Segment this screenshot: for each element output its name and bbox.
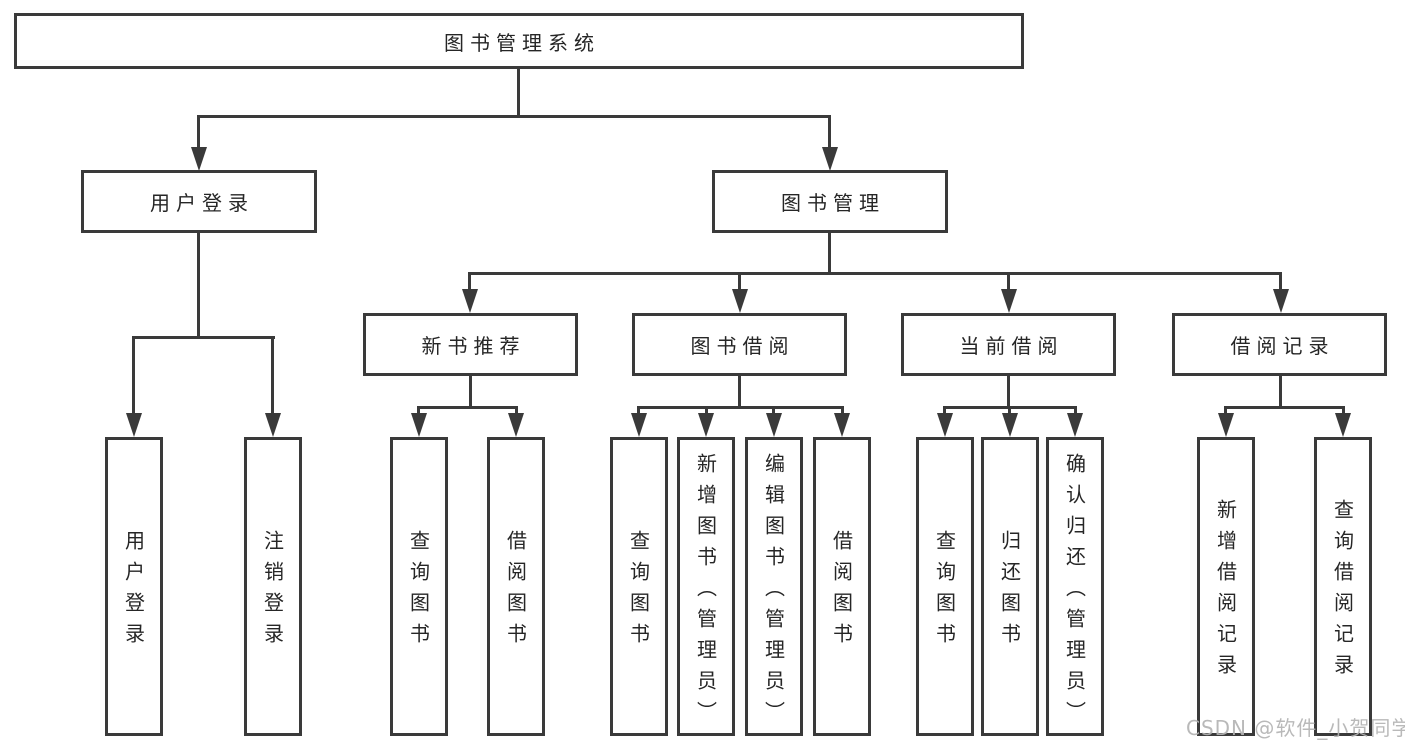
node-br-add-record: 新增借阅记录 (1197, 437, 1255, 736)
node-label: 借阅图书 (503, 530, 528, 654)
arrow-head (698, 413, 714, 437)
connector-line (772, 406, 775, 416)
arrow-head (834, 413, 850, 437)
connector-line (197, 233, 200, 338)
node-bb-borrow-books: 借阅图书 (813, 437, 871, 736)
connector-line (1279, 272, 1282, 292)
node-label: 用户登录 (121, 530, 146, 654)
node-label: 归还图书 (997, 530, 1022, 654)
connector-line (1008, 406, 1011, 416)
node-label: 新增借阅记录 (1213, 499, 1238, 685)
node-bb-edit-books: 编辑图书（管理员） (745, 437, 803, 736)
node-user-login: 用户登录 (81, 170, 317, 233)
arrow-head (1335, 413, 1351, 437)
arrow-head (937, 413, 953, 437)
connector-line (943, 406, 946, 416)
node-nbr-borrow-books: 借阅图书 (487, 437, 545, 736)
connector-line (271, 336, 274, 416)
connector-line (1224, 406, 1345, 409)
connector-line (468, 272, 471, 292)
node-label: 查询图书 (406, 530, 431, 654)
node-label: 编辑图书（管理员） (761, 452, 786, 732)
node-label: 查询借阅记录 (1330, 499, 1355, 685)
node-bb-add-books: 新增图书（管理员） (677, 437, 735, 736)
connector-line (841, 406, 844, 416)
node-cb-confirm-return: 确认归还（管理员） (1046, 437, 1104, 736)
node-label: 查询图书 (932, 530, 957, 654)
connector-line (637, 406, 640, 416)
connector-line (1074, 406, 1077, 416)
connector-line (828, 233, 831, 275)
connector-line (1279, 376, 1282, 408)
connector-line (705, 406, 708, 416)
connector-line (517, 69, 520, 117)
arrow-head (462, 289, 478, 313)
connector-line (1007, 272, 1010, 292)
node-label: 图书借阅 (690, 334, 795, 358)
arrow-head (1002, 413, 1018, 437)
node-label: 新增图书（管理员） (693, 452, 718, 732)
node-label: 用户登录 (150, 191, 254, 215)
connector-line (738, 272, 741, 292)
connector-line (417, 406, 420, 416)
arrow-head (126, 413, 142, 437)
connector-line (468, 272, 1282, 275)
connector-line (738, 376, 741, 408)
arrow-head (822, 147, 838, 171)
node-label: 查询图书 (626, 530, 651, 654)
connector-line (828, 115, 831, 149)
node-label: 新书推荐 (421, 334, 526, 358)
arrow-head (732, 289, 748, 313)
arrow-head (191, 147, 207, 171)
node-login-action: 用户登录 (105, 437, 163, 736)
node-nbr-query-books: 查询图书 (390, 437, 448, 736)
node-borrow-records: 借阅记录 (1172, 313, 1387, 376)
node-book-management: 图书管理 (712, 170, 948, 233)
node-book-borrow: 图书借阅 (632, 313, 847, 376)
node-label: 借阅记录 (1230, 334, 1335, 358)
connector-line (417, 406, 518, 409)
node-new-book-recommend: 新书推荐 (363, 313, 578, 376)
connector-line (132, 336, 135, 416)
connector-line (1007, 376, 1010, 408)
arrow-head (508, 413, 524, 437)
node-cb-query-books: 查询图书 (916, 437, 974, 736)
node-label: 注销登录 (260, 530, 285, 654)
node-label: 图书管理 (781, 191, 885, 215)
node-label: 借阅图书 (829, 530, 854, 654)
connector-line (197, 115, 831, 118)
node-current-borrow: 当前借阅 (901, 313, 1116, 376)
arrow-head (265, 413, 281, 437)
connector-line (132, 336, 275, 339)
node-label: 确认归还（管理员） (1062, 452, 1087, 732)
arrow-head (1273, 289, 1289, 313)
connector-line (197, 115, 200, 149)
connector-line (1224, 406, 1227, 416)
arrow-head (411, 413, 427, 437)
node-label: 图书管理系统 (444, 30, 600, 55)
arrow-head (631, 413, 647, 437)
connector-line (515, 406, 518, 416)
arrow-head (766, 413, 782, 437)
node-cb-return-books: 归还图书 (981, 437, 1039, 736)
connector-line (1342, 406, 1345, 416)
node-bb-query-books: 查询图书 (610, 437, 668, 736)
node-br-query-record: 查询借阅记录 (1314, 437, 1372, 736)
csdn-watermark: CSDN @软件_小贺同学 (1186, 716, 1405, 740)
arrow-head (1218, 413, 1234, 437)
arrow-head (1001, 289, 1017, 313)
connector-line (469, 376, 472, 408)
arrow-head (1067, 413, 1083, 437)
node-logout-action: 注销登录 (244, 437, 302, 736)
node-label: 当前借阅 (959, 334, 1064, 358)
node-library-management-system: 图书管理系统 (14, 13, 1024, 69)
connector-line (637, 406, 844, 409)
